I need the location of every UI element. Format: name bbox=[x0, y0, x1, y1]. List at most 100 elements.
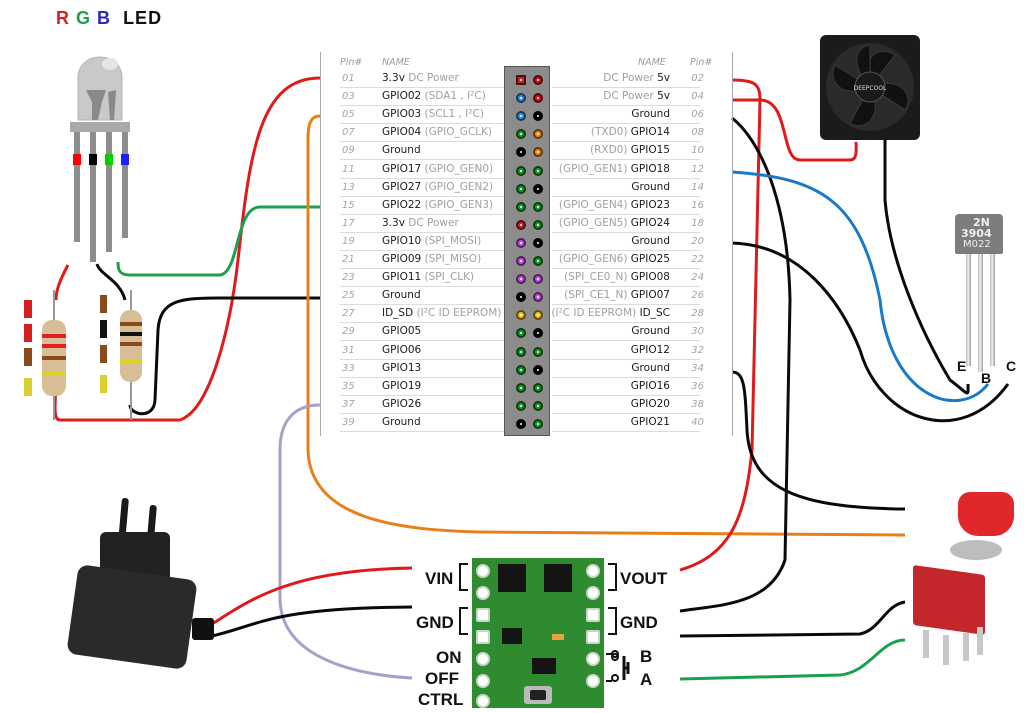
row-divider bbox=[340, 268, 520, 269]
pin-number-right: 20 bbox=[691, 235, 704, 247]
pin-name-right-main: Ground bbox=[631, 325, 670, 338]
row-divider bbox=[340, 249, 520, 251]
rgb-led-title: R G B LED bbox=[56, 8, 162, 29]
pin-number-left: 09 bbox=[342, 145, 355, 157]
pin-name-left: 3.3v DC Power bbox=[382, 72, 459, 84]
pin-name-left: GPIO27 (GPIO_GEN2) bbox=[382, 181, 493, 193]
wire-black-led-common bbox=[95, 263, 127, 301]
row-divider bbox=[552, 268, 700, 269]
row-divider bbox=[552, 105, 700, 107]
transistor-marking-2: 3904 bbox=[961, 227, 992, 240]
header-pin-07 bbox=[516, 129, 526, 140]
header-pin-17 bbox=[516, 219, 526, 230]
wire-black-gnd20-emitter bbox=[731, 241, 1010, 423]
pin-name-right: GPIO20 bbox=[631, 398, 670, 410]
pin-number-left: 03 bbox=[342, 91, 355, 103]
adapter-cable-strain-relief bbox=[192, 618, 214, 640]
row-divider bbox=[552, 322, 700, 324]
pin-name-right: (SPI_CE1_N) GPIO07 bbox=[564, 289, 670, 301]
pin-name-left-function: (SPI_CLK) bbox=[421, 271, 475, 284]
row-divider bbox=[340, 340, 520, 342]
row-divider bbox=[340, 322, 520, 324]
pad-gnd-r1 bbox=[586, 608, 600, 622]
pin-name-right: (SPI_CE0_N) GPIO08 bbox=[564, 271, 670, 283]
label-vout: VOUT bbox=[620, 569, 668, 588]
wire-black-board-gnd-switch bbox=[679, 600, 906, 638]
mosfet-2 bbox=[544, 564, 572, 592]
left-name-header: NAME bbox=[382, 57, 410, 68]
row-divider bbox=[552, 87, 700, 88]
header-pin-06 bbox=[533, 111, 543, 122]
pin-name-left: GPIO06 bbox=[382, 344, 421, 356]
pin-name-left: GPIO22 (GPIO_GEN3) bbox=[382, 199, 493, 211]
header-pin-09 bbox=[516, 147, 526, 158]
pin-name-right-main: GPIO18 bbox=[630, 162, 670, 175]
pin-name-left-function: (SDA1 , I²C) bbox=[421, 90, 486, 103]
label-vin: VIN bbox=[425, 569, 454, 588]
header-pin-31 bbox=[516, 346, 526, 357]
fan-brand: DEEPCOOL bbox=[854, 85, 887, 92]
header-pin-14 bbox=[533, 183, 543, 194]
pin-name-left-main: GPIO19 bbox=[382, 379, 422, 392]
pad-vin-2 bbox=[476, 586, 490, 600]
pin-number-right: 40 bbox=[691, 416, 704, 428]
switch-symbol-icon bbox=[606, 650, 630, 682]
pin-name-right: (GPIO_GEN4) GPIO23 bbox=[559, 199, 670, 211]
row-divider bbox=[552, 358, 700, 360]
header-pin-04 bbox=[533, 93, 543, 104]
header-pin-27 bbox=[516, 310, 526, 321]
transistor-pin-e: E bbox=[957, 358, 967, 374]
led-lead-green bbox=[105, 154, 113, 165]
label-gnd-left: GND bbox=[416, 613, 454, 632]
pin-name-left: Ground bbox=[382, 416, 421, 428]
header-pin-02 bbox=[533, 75, 543, 85]
pin-name-right: (I²C ID EEPROM) ID_SC bbox=[551, 307, 670, 319]
pin-name-right: Ground bbox=[631, 181, 670, 193]
label-b: B bbox=[640, 647, 653, 666]
fan-icon: DEEPCOOL bbox=[826, 43, 914, 131]
bracket-left-icon bbox=[459, 563, 468, 635]
pin-number-right: 38 bbox=[691, 398, 704, 410]
wire-green-a-switch bbox=[679, 638, 906, 681]
pin-name-left-main: 3.3v bbox=[382, 72, 405, 84]
pin-name-right: Ground bbox=[631, 325, 670, 337]
wire-blue-gpio18 bbox=[731, 170, 990, 402]
pin-name-right: DC Power 5v bbox=[603, 72, 670, 84]
pin-name-left: GPIO19 bbox=[382, 380, 421, 392]
pin-name-left-main: GPIO04 bbox=[382, 126, 422, 139]
label-on: ON bbox=[436, 648, 462, 667]
label-gnd-right: GND bbox=[620, 613, 658, 632]
rgb-letter-g: G bbox=[76, 8, 92, 28]
label-ctrl: CTRL bbox=[418, 690, 464, 709]
wire-red-vout-5v bbox=[679, 78, 762, 572]
header-pin-08 bbox=[533, 129, 543, 140]
label-off: OFF bbox=[425, 669, 459, 688]
pin-name-left-main: GPIO11 bbox=[382, 271, 422, 284]
row-divider bbox=[552, 123, 700, 125]
row-divider bbox=[552, 376, 700, 378]
pin-name-left-main: GPIO03 bbox=[382, 108, 422, 121]
pad-on bbox=[476, 652, 490, 666]
pin-name-right-main: GPIO25 bbox=[630, 253, 670, 265]
header-pin-21 bbox=[516, 256, 526, 266]
pin-name-right-main: GPIO07 bbox=[630, 289, 670, 302]
pin-name-left-main: Ground bbox=[382, 289, 421, 302]
pin-name-left-main: GPIO05 bbox=[382, 325, 422, 338]
row-divider bbox=[340, 394, 520, 396]
header-pin-30 bbox=[533, 328, 543, 339]
wire-black-gnd34-switch bbox=[731, 370, 906, 511]
pin-name-left-main: GPIO10 bbox=[382, 234, 422, 247]
pin-number-right: 16 bbox=[691, 199, 704, 211]
row-divider bbox=[552, 430, 700, 432]
pin-name-right: GPIO21 bbox=[631, 416, 670, 428]
pin-number-right: 14 bbox=[691, 181, 704, 193]
transistor-marking-1: 2N bbox=[973, 216, 990, 229]
